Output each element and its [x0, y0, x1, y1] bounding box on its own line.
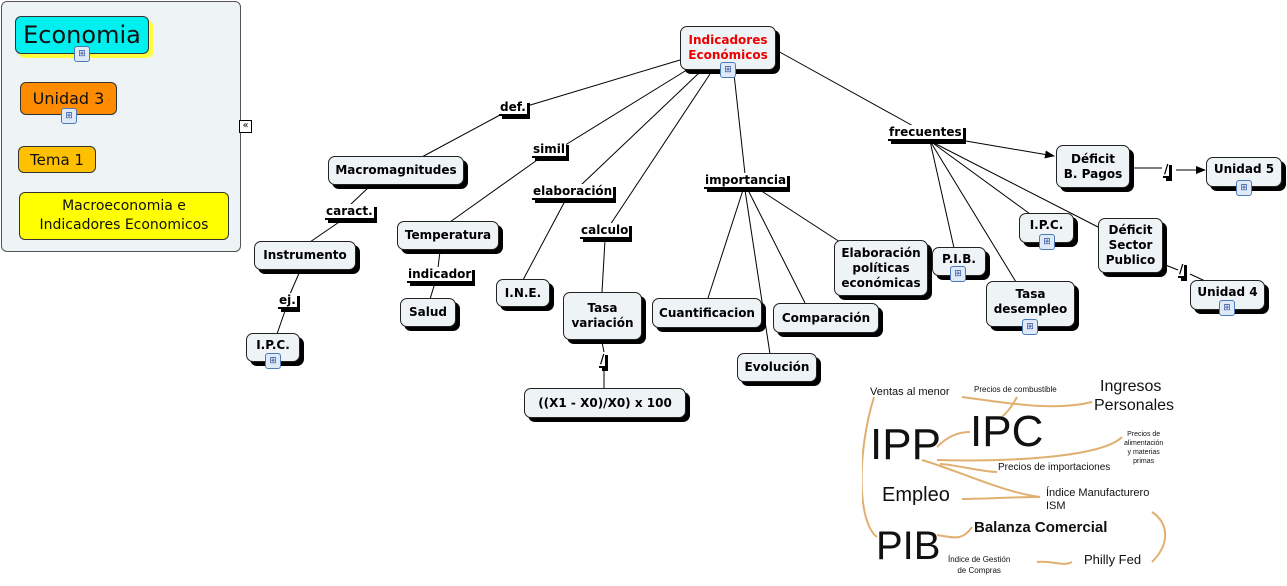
- node-label: Tasa: [587, 301, 618, 315]
- unidad3-label: Unidad 3: [32, 89, 105, 108]
- node-label: B. Pagos: [1063, 166, 1123, 181]
- link-slash: /: [1163, 162, 1170, 178]
- node-label: I.P.C.: [1029, 218, 1064, 232]
- image-text: Empleo: [882, 484, 950, 506]
- desc-line: Indicadores Economicos: [39, 217, 209, 233]
- link-def: def.: [499, 100, 527, 116]
- node-label: I.P.C.: [256, 338, 290, 352]
- sidebar-panel: Economia ⊞ Unidad 3 ⊞ Tema 1 Macroeconom…: [1, 1, 241, 252]
- node-label: Temperatura: [404, 228, 492, 242]
- image-text: IPP: [870, 420, 941, 469]
- node-label: Unidad 5: [1213, 162, 1275, 176]
- image-text: ISM: [1046, 500, 1066, 512]
- link-importancia: importancia: [704, 173, 788, 189]
- image-text: Precios de: [1127, 431, 1161, 438]
- concept-map-icon[interactable]: ⊞: [720, 62, 736, 78]
- temperatura-node[interactable]: Temperatura: [397, 221, 499, 250]
- node-label: Evolución: [744, 360, 810, 374]
- image-text-block: Precios de alimentación y materias primas: [1124, 430, 1163, 466]
- image-text: Ventas al menor: [870, 386, 950, 398]
- node-label: Sector: [1108, 238, 1153, 252]
- link-elaboracion: elaboración: [532, 184, 614, 200]
- node-label: Salud: [409, 305, 447, 319]
- node-label: Macromagnitudes: [335, 163, 457, 177]
- link-ej: ej.: [278, 293, 297, 309]
- evolucion-node[interactable]: Evolución: [737, 353, 817, 382]
- concept-map-icon[interactable]: ⊞: [1236, 180, 1252, 196]
- image-text: Precios de importaciones: [998, 462, 1111, 473]
- concept-map-icon[interactable]: ⊞: [1022, 319, 1038, 335]
- node-label: Comparación: [781, 310, 871, 325]
- image-text: PIB: [876, 524, 941, 568]
- node-label: Tasa: [1015, 287, 1046, 301]
- description-node[interactable]: Macroeconomia e Indicadores Economicos: [19, 192, 229, 240]
- instrumento-node[interactable]: Instrumento: [254, 241, 356, 270]
- node-label: ((X1 - X0)/X0) x 100: [538, 395, 672, 410]
- concept-map-icon[interactable]: ⊞: [1039, 234, 1055, 250]
- image-text: IPC: [970, 407, 1044, 456]
- formula-node[interactable]: ((X1 - X0)/X0) x 100: [524, 388, 686, 418]
- node-label: Déficit: [1108, 223, 1153, 237]
- tema1-label: Tema 1: [30, 150, 84, 169]
- unidad5-node[interactable]: Unidad 5: [1206, 157, 1282, 187]
- node-label: variación: [571, 316, 634, 330]
- node-label: políticas: [852, 260, 910, 275]
- image-text: Balanza Comercial: [974, 519, 1108, 536]
- node-label: P.I.B.: [942, 252, 976, 266]
- image-text: Índice de Gestión: [948, 555, 1011, 564]
- link-frecuentes: frecuentes: [888, 125, 963, 141]
- concept-map-icon[interactable]: ⊞: [1219, 300, 1235, 316]
- cuantificacion-node[interactable]: Cuantificacion: [652, 298, 762, 328]
- link-slash: /: [599, 352, 606, 368]
- tema1-node[interactable]: Tema 1: [18, 146, 96, 173]
- link-calculo: calculo: [580, 223, 630, 239]
- node-label: I.N.E.: [504, 285, 542, 300]
- concept-map-icon[interactable]: ⊞: [265, 353, 281, 369]
- salud-node[interactable]: Salud: [400, 298, 456, 327]
- node-label: Elaboración: [841, 245, 921, 260]
- collapse-panel-button[interactable]: «: [239, 120, 252, 133]
- image-text: de Compras: [957, 566, 1001, 575]
- comparacion-node[interactable]: Comparación: [773, 303, 879, 333]
- macromagnitudes-node[interactable]: Macromagnitudes: [328, 156, 464, 185]
- node-label: desempleo: [993, 302, 1068, 316]
- concept-map-icon[interactable]: ⊞: [950, 266, 966, 282]
- node-label: Déficit: [1071, 151, 1115, 166]
- image-text: primas: [1133, 458, 1155, 465]
- indicators-image: Ventas al menor Precios de combustible I…: [862, 372, 1282, 582]
- ipc-right-node[interactable]: I.P.C.: [1019, 213, 1074, 243]
- image-text: y materias: [1127, 449, 1160, 456]
- ine-node[interactable]: I.N.E.: [496, 279, 550, 307]
- image-arrows: [862, 396, 1167, 565]
- image-text: Personales: [1094, 397, 1175, 414]
- link-slash: /: [1178, 262, 1185, 278]
- node-label: Cuantificacion: [659, 305, 755, 320]
- image-text: Philly Fed: [1084, 552, 1142, 567]
- node-label: Publico: [1105, 253, 1156, 267]
- image-text: Precios de combustible: [974, 385, 1057, 394]
- link-caract: caract.: [325, 204, 374, 220]
- image-text-block: Índice de Gestión de Compras: [948, 554, 1010, 576]
- root-label: Económicos: [688, 48, 768, 62]
- link-simil: simil: [532, 142, 566, 158]
- root-label: Indicadores: [688, 33, 768, 47]
- concept-map-icon[interactable]: ⊞: [61, 108, 77, 124]
- image-text: Índice Manufacturero: [1046, 487, 1150, 499]
- image-text: alimentación: [1124, 440, 1164, 447]
- node-label: Instrumento: [263, 248, 347, 262]
- image-text: Ingresos: [1100, 378, 1162, 395]
- economia-label: Economia: [23, 21, 141, 49]
- link-indicador: indicador: [407, 267, 473, 283]
- concept-map-icon[interactable]: ⊞: [74, 46, 90, 62]
- node-label: Unidad 4: [1197, 285, 1258, 299]
- desc-line: Macroeconomia e: [62, 198, 186, 214]
- node-label: económicas: [841, 275, 921, 290]
